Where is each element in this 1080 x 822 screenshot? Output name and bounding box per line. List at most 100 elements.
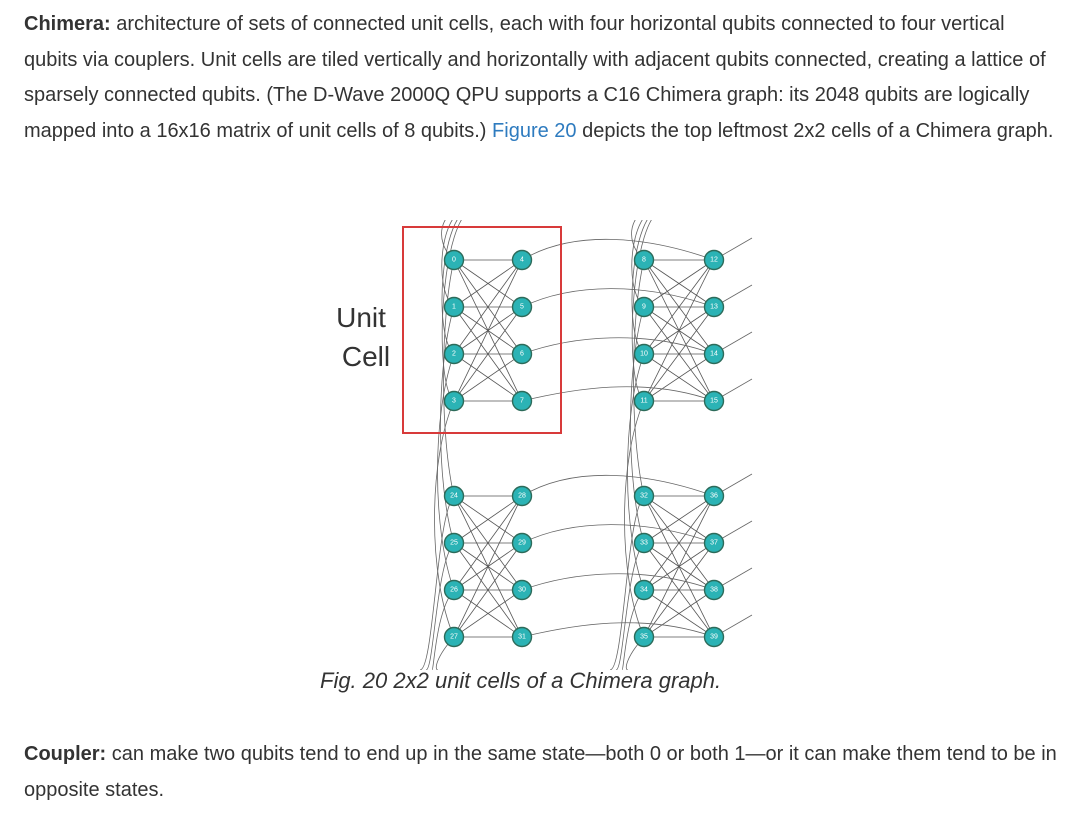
qubit-node: 35 [633, 626, 655, 648]
coupler-edge [643, 259, 715, 355]
qubit-circle [633, 296, 655, 318]
inter-cell-coupler [441, 220, 455, 308]
qubit-circle [633, 579, 655, 601]
qubit-circle [633, 390, 655, 412]
qubit-circle [443, 532, 465, 554]
qubit-circle [443, 390, 465, 412]
qubit-label: 31 [518, 634, 526, 641]
coupler-edge [643, 259, 715, 308]
inter-cell-coupler [521, 524, 715, 544]
qubit-circle [633, 343, 655, 365]
unit-label-line1: Unit [336, 302, 386, 333]
qubit-label: 4 [520, 257, 524, 264]
qubit-circle [443, 296, 465, 318]
qubit-node: 32 [633, 485, 655, 507]
qubit-label: 0 [452, 257, 456, 264]
qubit-label: 38 [710, 587, 718, 594]
qubit-node: 3 [443, 390, 465, 412]
coupler-edge [453, 495, 523, 591]
qubit-circle [443, 485, 465, 507]
coupler-edge [643, 259, 715, 402]
qubit-label: 36 [710, 493, 718, 500]
coupler-edge [643, 542, 715, 638]
qubit-node: 33 [633, 532, 655, 554]
qubit-label: 3 [452, 398, 456, 405]
qubit-label: 35 [640, 634, 648, 641]
chimera-text-b: depicts the top leftmost 2x2 cells of a … [576, 119, 1054, 142]
qubit-node: 0 [443, 249, 465, 271]
chimera-term: Chimera: [24, 13, 111, 35]
qubit-label: 33 [640, 540, 648, 547]
qubit-node: 28 [511, 485, 533, 507]
coupler-edge [453, 542, 523, 638]
qubit-node: 1 [443, 296, 465, 318]
graph-nodes: 0123456789101112131415242526272829303132… [443, 249, 725, 648]
chimera-graph-figure: Unit Cell 012345678910111213141524252627… [336, 220, 753, 670]
qubit-label: 13 [710, 304, 718, 311]
qubit-node: 30 [511, 579, 533, 601]
coupler-edge [643, 495, 715, 638]
qubit-circle [633, 626, 655, 648]
coupler-edge [453, 259, 523, 355]
inter-cell-coupler [437, 353, 455, 591]
qubit-node: 12 [703, 249, 725, 271]
qubit-label: 26 [450, 587, 458, 594]
inter-cell-coupler [443, 259, 455, 497]
qubit-circle [633, 249, 655, 271]
qubit-circle [633, 532, 655, 554]
coupler-text: can make two qubits tend to end up in th… [24, 743, 1057, 801]
qubit-circle [511, 485, 533, 507]
unit-cell-highlight [402, 226, 562, 434]
qubit-node: 34 [633, 579, 655, 601]
qubit-label: 1 [452, 304, 456, 311]
qubit-label: 39 [710, 634, 718, 641]
qubit-label: 25 [450, 540, 458, 547]
qubit-label: 10 [640, 351, 648, 358]
qubit-node: 6 [511, 343, 533, 365]
qubit-label: 5 [520, 304, 524, 311]
qubit-circle [443, 579, 465, 601]
inter-cell-coupler [440, 306, 455, 544]
qubit-circle [511, 579, 533, 601]
qubit-node: 4 [511, 249, 533, 271]
unit-label-line2: Cell [342, 341, 390, 372]
qubit-node: 27 [443, 626, 465, 648]
coupler-edge [453, 353, 523, 402]
inter-cell-coupler [419, 495, 455, 670]
qubit-label: 28 [518, 493, 526, 500]
qubit-label: 15 [710, 398, 718, 405]
coupler-edge [453, 259, 523, 402]
figure-caption: Fig. 20 2x2 unit cells of a Chimera grap… [320, 668, 722, 693]
coupler-edge [643, 495, 715, 591]
qubit-label: 12 [710, 257, 718, 264]
coupler-edge [453, 495, 523, 638]
inter-cell-coupler [633, 259, 645, 497]
coupler-edge [643, 495, 715, 544]
qubit-node: 29 [511, 532, 533, 554]
inter-cell-coupler [441, 220, 463, 402]
qubit-node: 24 [443, 485, 465, 507]
coupler-edge [453, 589, 523, 638]
qubit-node: 11 [633, 390, 655, 412]
qubit-circle [703, 249, 725, 271]
qubit-circle [633, 485, 655, 507]
qubit-label: 2 [452, 351, 456, 358]
inter-cell-coupler [624, 400, 645, 638]
coupler-term: Coupler: [24, 743, 107, 765]
qubit-node: 8 [633, 249, 655, 271]
qubit-label: 8 [642, 257, 646, 264]
coupler-edge [453, 259, 523, 308]
coupler-edge [453, 495, 523, 544]
inter-cell-coupler [521, 622, 715, 638]
qubit-label: 27 [450, 634, 458, 641]
qubit-label: 9 [642, 304, 646, 311]
coupler-definition-paragraph: Coupler: can make two qubits tend to end… [24, 737, 1060, 808]
figure-20-link[interactable]: Figure 20 [492, 119, 577, 142]
inter-cell-coupler [521, 474, 715, 497]
qubit-circle [511, 532, 533, 554]
inter-cell-coupler [615, 542, 645, 670]
qubit-label: 7 [520, 398, 524, 405]
qubit-circle [511, 343, 533, 365]
qubit-circle [703, 579, 725, 601]
qubit-node: 7 [511, 390, 533, 412]
